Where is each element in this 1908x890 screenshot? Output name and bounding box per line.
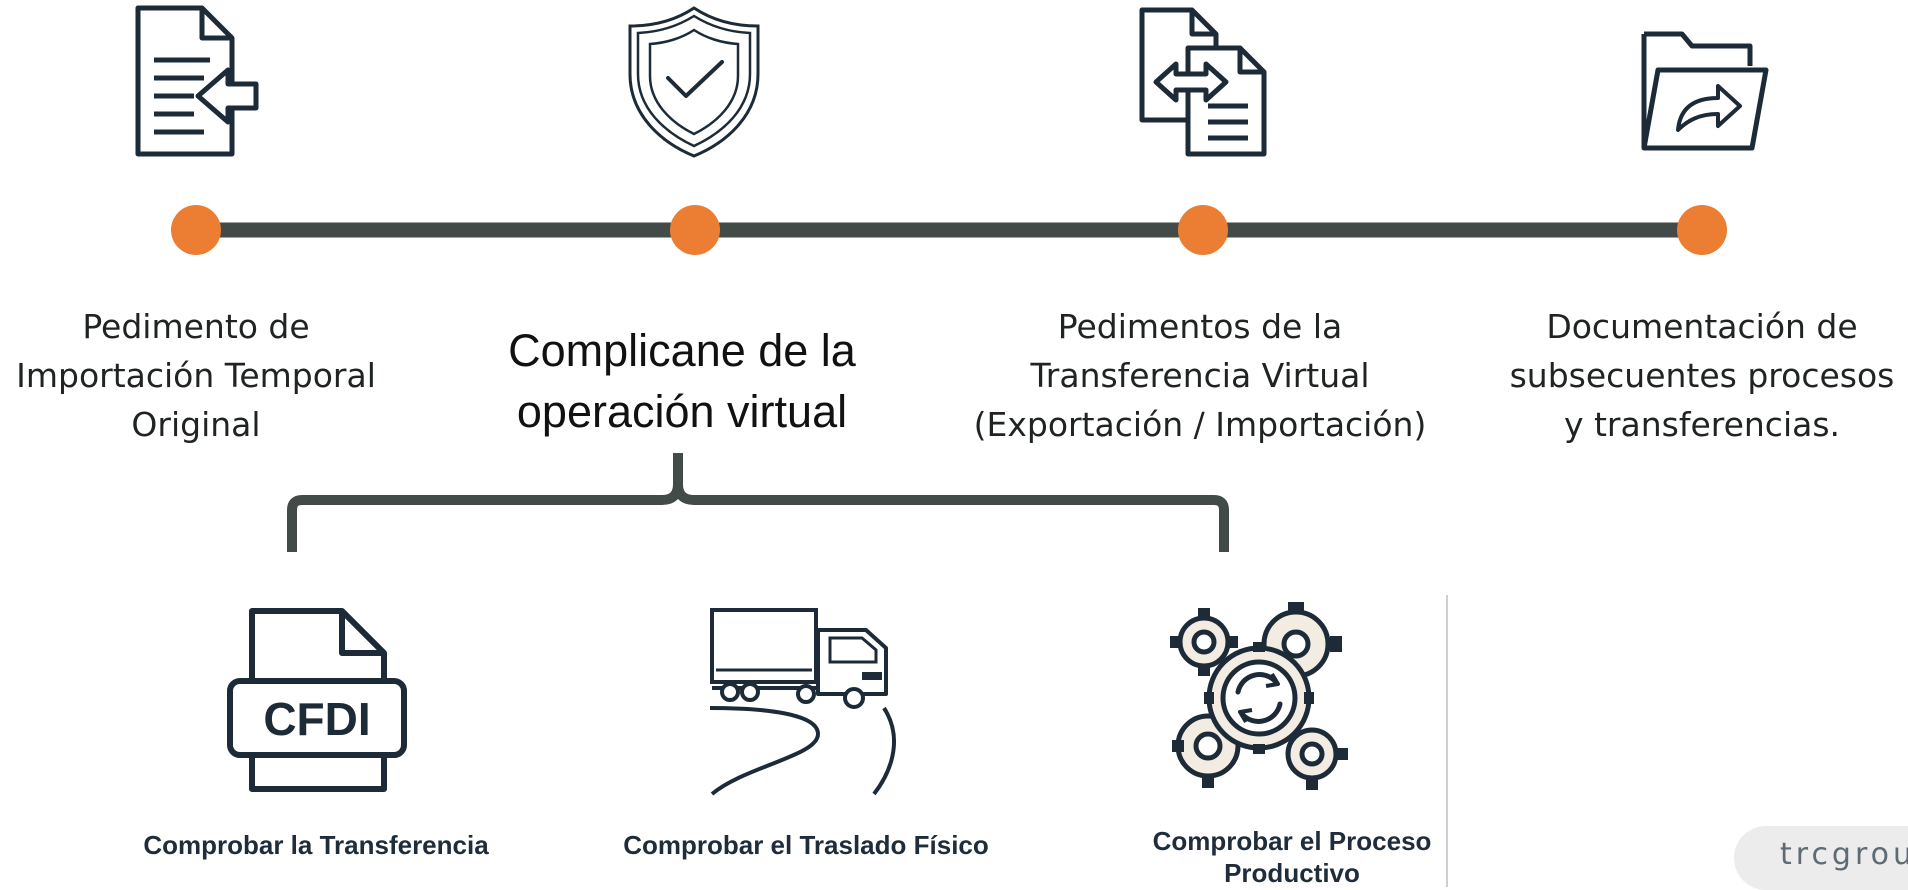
- shield-check-icon: [624, 4, 764, 160]
- milestone-label-transfer: Pedimentos de la Transferencia Virtual (…: [973, 307, 1427, 444]
- check-label-transfer: Comprobar la Transferencia: [143, 830, 489, 860]
- folder-share-icon: [1638, 26, 1772, 156]
- brand-logo-text: trcgroup: [1780, 837, 1908, 872]
- truck-road-icon: [706, 604, 906, 800]
- check-label-physical: Comprobar el Traslado Físico: [623, 830, 989, 860]
- document-import-icon: [132, 4, 262, 160]
- gears-cycle-icon: [1164, 600, 1354, 792]
- bracket: [287, 453, 1229, 552]
- cfdi-icon-text: CFDI: [263, 693, 370, 745]
- milestone-label-import: Pedimento de Importación Temporal Origin…: [16, 307, 376, 444]
- check-label-productive: Comprobar el Proceso Productivo: [1152, 826, 1432, 888]
- milestone-label-documentation: Documentación de subsecuentes procesos y…: [1509, 307, 1895, 444]
- timeline-dot: [670, 205, 720, 255]
- milestone-label-compliance: Complicane de la operación virtual: [508, 325, 856, 437]
- brand-badge: [1734, 826, 1908, 890]
- timeline-dot: [171, 205, 221, 255]
- cfdi-document-icon: CFDI: [226, 605, 408, 795]
- timeline-dot: [1677, 205, 1727, 255]
- document-transfer-icon: [1136, 4, 1270, 160]
- timeline-dot: [1178, 205, 1228, 255]
